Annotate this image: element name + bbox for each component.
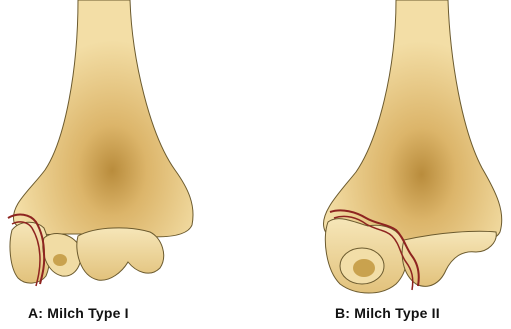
- humerus-body-a: [13, 0, 193, 237]
- ossification-center-a: [53, 254, 67, 266]
- panel-b-milch-type-2: [323, 0, 501, 293]
- humerus-body-b: [323, 0, 501, 242]
- trochlea-a: [77, 228, 164, 280]
- panel-a-caption: A: Milch Type I: [28, 305, 129, 321]
- panel-a-milch-type-1: [8, 0, 193, 286]
- panel-b-caption: B: Milch Type II: [335, 305, 440, 321]
- trochlea-b: [402, 231, 496, 286]
- ossification-center-b: [353, 259, 375, 277]
